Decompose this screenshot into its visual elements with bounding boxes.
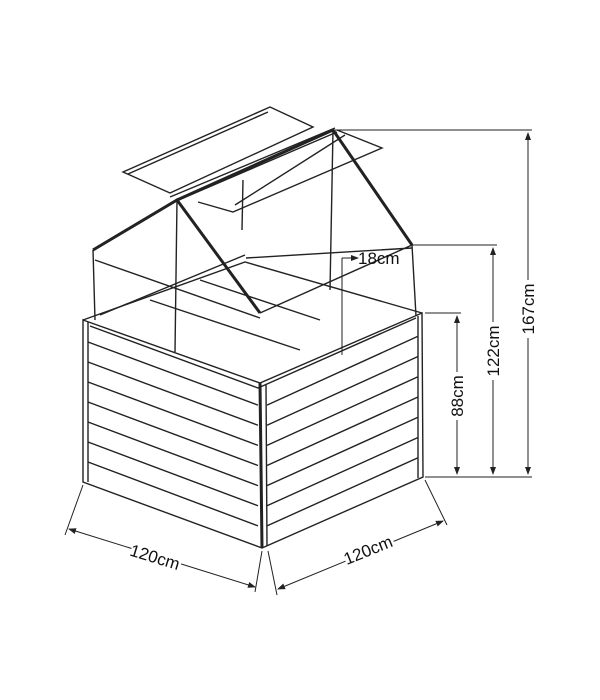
panel-slat [87,401,259,467]
left-panel-slats [87,341,259,527]
box-height-label: 88cm [448,375,467,417]
panel-slat [266,335,419,406]
greenhouse-frame [92,127,417,353]
panel-slat [87,421,259,487]
panel-slat [266,376,419,447]
dimension-lines [64,129,532,596]
panel-slat [266,355,419,426]
eave-height-label: 122cm [484,325,503,376]
roof-opening-label: 18cm [358,249,400,268]
panel-slat [266,396,419,467]
panel-slat [87,441,259,507]
panel-slat [87,381,259,447]
panel-slat [87,461,259,527]
right-panel-slats [266,335,419,527]
raised-bed-box [82,261,424,549]
panel-slat [266,416,419,487]
panel-slat [266,457,419,527]
panel-slat [87,361,259,426]
panel-slat [87,341,259,406]
total-height-label: 167cm [519,283,538,334]
panel-slat [266,436,419,507]
open-roof-lids [121,106,384,213]
